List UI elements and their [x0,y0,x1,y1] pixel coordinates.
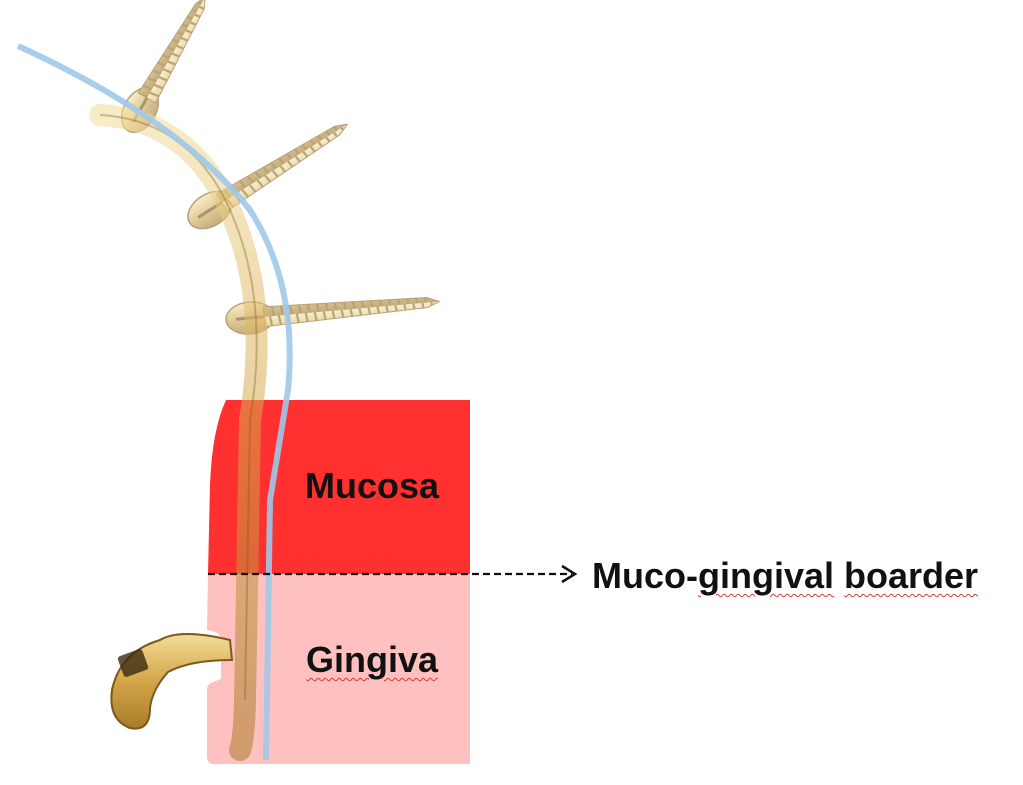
border-label-word-boarder: boarder [844,555,979,596]
muco-gingival-border-label: Muco-gingival boarder [592,558,978,594]
hook-icon [110,633,234,730]
border-label-word-gingival: gingival [697,555,835,596]
gingiva-region [207,574,470,764]
border-label-prefix: Muco- [592,555,698,596]
mucosa-label: Mucosa [305,465,440,506]
border-arrow-head [561,564,578,584]
mucosa-region [208,400,470,574]
contour-line [16,43,293,761]
gingiva-label: Gingiva [306,639,439,680]
